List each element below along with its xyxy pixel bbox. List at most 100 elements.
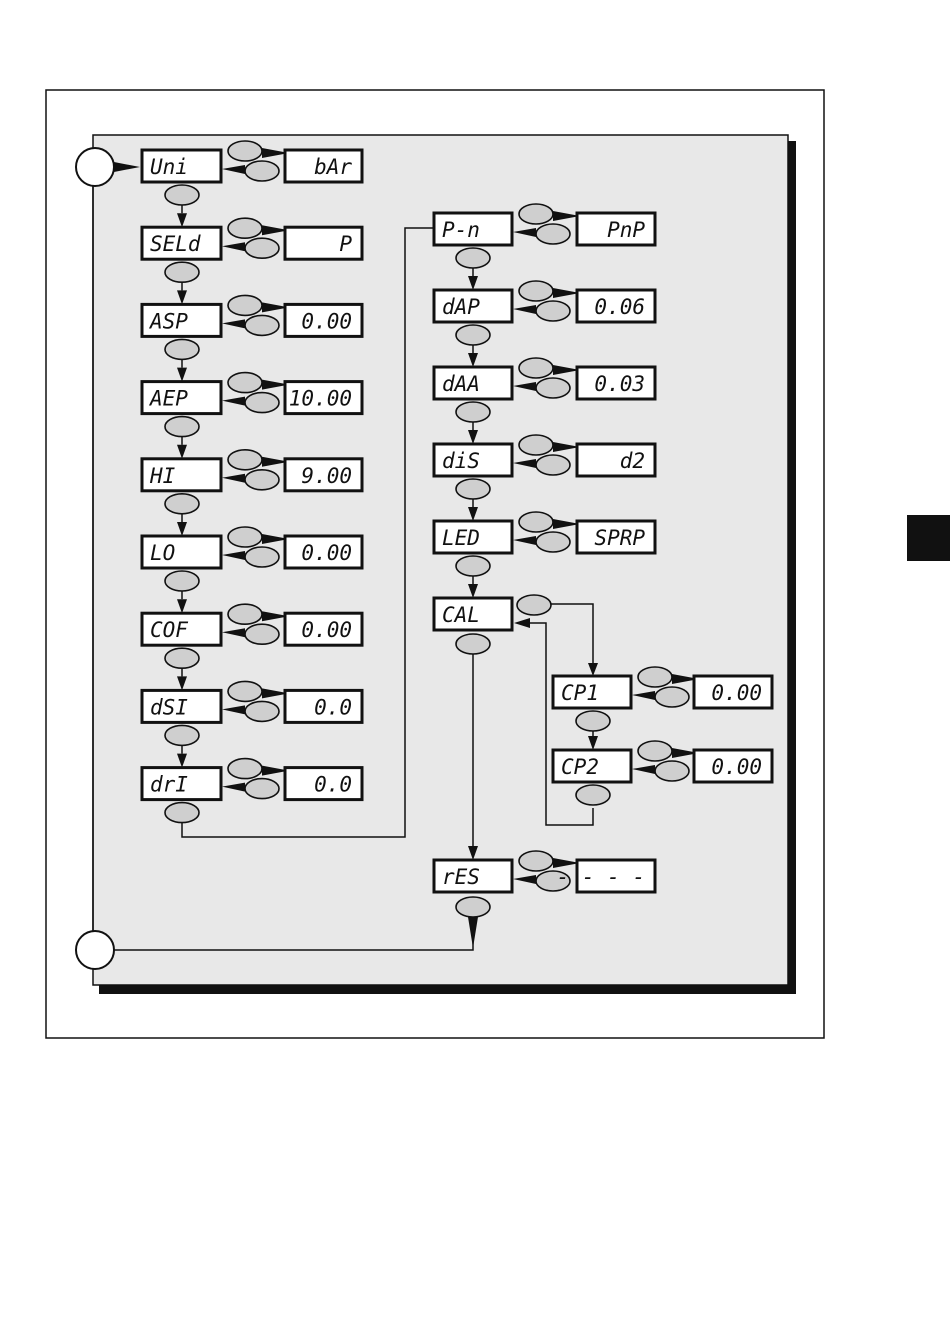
value-res-text: - - - -: [556, 865, 645, 889]
param-asp-set-button[interactable]: [228, 295, 262, 315]
value-dap-text: 0.06: [594, 295, 645, 319]
start-circle: [76, 148, 114, 186]
value-uni-text: bAr: [314, 155, 352, 179]
value-dsi-group: 0.0: [285, 690, 362, 722]
param-cp2-set-button[interactable]: [638, 741, 672, 761]
param-cof-set-button[interactable]: [228, 604, 262, 624]
param-dsi-mode-button[interactable]: [245, 701, 279, 721]
param-led-set-button[interactable]: [519, 512, 553, 532]
param-hi-group: HI: [142, 459, 221, 491]
param-seld-text: SELd: [150, 232, 201, 256]
value-res-group: - - - -: [556, 860, 655, 892]
param-dri-mode-button[interactable]: [245, 779, 279, 799]
param-hi-set-button[interactable]: [228, 450, 262, 470]
param-lo-mode-button[interactable]: [245, 547, 279, 567]
param-hi-mode-button[interactable]: [245, 470, 279, 490]
param-uni-text: Uni: [150, 155, 188, 179]
next-res-button[interactable]: [456, 897, 490, 917]
param-dap-mode-button[interactable]: [536, 301, 570, 321]
value-dri-group: 0.0: [285, 768, 362, 800]
value-hi-group: 9.00: [285, 459, 362, 491]
param-led-group: LED: [434, 521, 512, 553]
next-dri-button[interactable]: [165, 803, 199, 823]
next-asp-button[interactable]: [165, 339, 199, 359]
value-pn-group: PnP: [577, 213, 655, 245]
param-aep-mode-button[interactable]: [245, 393, 279, 413]
value-aep-group: 10.00: [285, 382, 362, 414]
value-lo-text: 0.00: [301, 541, 352, 565]
param-asp-group: ASP: [142, 304, 221, 336]
param-pn-mode-button[interactable]: [536, 224, 570, 244]
param-dis-text: diS: [442, 449, 480, 473]
param-cp1-group: CP1: [553, 676, 631, 708]
end-circle: [76, 931, 114, 969]
param-aep-group: AEP: [142, 382, 221, 414]
next-cp2-button[interactable]: [576, 785, 610, 805]
next-dap-button[interactable]: [456, 325, 490, 345]
next-uni-button[interactable]: [165, 185, 199, 205]
next-hi-button[interactable]: [165, 494, 199, 514]
param-lo-group: LO: [142, 536, 221, 568]
param-daa-mode-button[interactable]: [536, 378, 570, 398]
next-cal-button[interactable]: [456, 634, 490, 654]
param-cof-mode-button[interactable]: [245, 624, 279, 644]
param-dis-mode-button[interactable]: [536, 455, 570, 475]
param-asp-mode-button[interactable]: [245, 315, 279, 335]
value-cp2-group: 0.00: [694, 750, 772, 782]
next-led-button[interactable]: [456, 556, 490, 576]
param-dis-group: diS: [434, 444, 512, 476]
chapter-tab-marker: [907, 515, 950, 561]
param-seld-mode-button[interactable]: [245, 238, 279, 258]
value-seld-text: P: [339, 232, 352, 256]
next-dis-button[interactable]: [456, 479, 490, 499]
param-cof-text: COF: [150, 618, 188, 642]
next-daa-button[interactable]: [456, 402, 490, 422]
value-uni-group: bAr: [285, 150, 362, 182]
param-pn-group: P-n: [434, 213, 512, 245]
param-seld-group: SELd: [142, 227, 221, 259]
param-cp2-mode-button[interactable]: [655, 761, 689, 781]
next-pn-button[interactable]: [456, 248, 490, 268]
next-cof-button[interactable]: [165, 648, 199, 668]
param-dsi-text: dSI: [150, 695, 188, 719]
param-dri-text: drI: [150, 773, 188, 797]
value-led-text: SPRP: [594, 526, 645, 550]
value-asp-group: 0.00: [285, 304, 362, 336]
param-cp1-text: CP1: [561, 681, 599, 705]
param-dri-set-button[interactable]: [228, 759, 262, 779]
param-led-text: LED: [442, 526, 480, 550]
param-uni-mode-button[interactable]: [245, 161, 279, 181]
param-dap-set-button[interactable]: [519, 281, 553, 301]
value-dis-group: d2: [577, 444, 655, 476]
param-aep-set-button[interactable]: [228, 373, 262, 393]
next-seld-button[interactable]: [165, 262, 199, 282]
next-cp1-button[interactable]: [576, 711, 610, 731]
param-uni-group: Uni: [142, 150, 221, 182]
param-dis-set-button[interactable]: [519, 435, 553, 455]
param-pn-set-button[interactable]: [519, 204, 553, 224]
value-cp2-text: 0.00: [711, 755, 762, 779]
next-dsi-button[interactable]: [165, 725, 199, 745]
param-dri-group: drI: [142, 768, 221, 800]
param-cp1-mode-button[interactable]: [655, 687, 689, 707]
param-cp1-set-button[interactable]: [638, 667, 672, 687]
param-cal-text: CAL: [442, 603, 480, 627]
param-dap-text: dAP: [442, 295, 480, 319]
param-led-mode-button[interactable]: [536, 532, 570, 552]
param-res-text: rES: [442, 865, 480, 889]
param-lo-set-button[interactable]: [228, 527, 262, 547]
param-dap-group: dAP: [434, 290, 512, 322]
param-cof-group: COF: [142, 613, 221, 645]
param-res-set-button[interactable]: [519, 851, 553, 871]
value-seld-group: P: [285, 227, 362, 259]
param-asp-text: ASP: [148, 309, 188, 333]
param-dsi-set-button[interactable]: [228, 681, 262, 701]
param-uni-set-button[interactable]: [228, 141, 262, 161]
param-seld-set-button[interactable]: [228, 218, 262, 238]
param-daa-set-button[interactable]: [519, 358, 553, 378]
next-lo-button[interactable]: [165, 571, 199, 591]
param-dsi-group: dSI: [142, 690, 221, 722]
next-aep-button[interactable]: [165, 417, 199, 437]
cal-set-button[interactable]: [517, 595, 551, 615]
